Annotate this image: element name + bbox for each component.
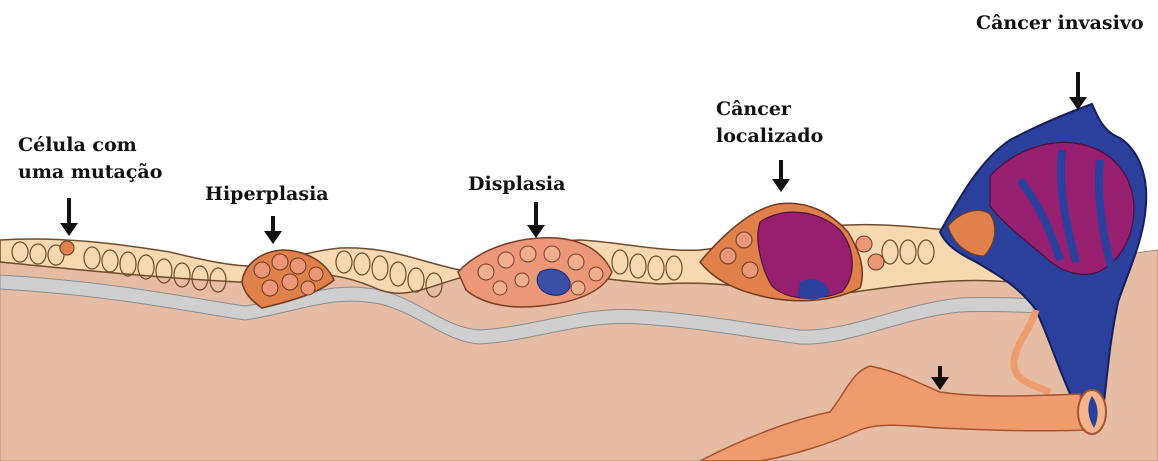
arrow-down-icon: [772, 160, 790, 192]
arrow-down-icon: [1069, 72, 1087, 110]
label-localized-cancer-line2: localizado: [716, 123, 823, 150]
label-cell-with-mutation-line2: uma mutação: [18, 159, 162, 186]
arrow-down-icon: [527, 202, 545, 238]
label-cell-with-mutation-line1: Célula com: [18, 132, 162, 159]
mutated-cell: [60, 241, 74, 255]
label-dysplasia: Displasia: [468, 171, 565, 198]
label-localized-cancer-line1: Câncer: [716, 96, 823, 123]
arrow-down-icon: [264, 216, 282, 244]
arrow-down-icon: [60, 198, 78, 236]
label-invasive-cancer: Câncer invasivo: [976, 10, 1144, 37]
label-localized-cancer: Câncer localizado: [716, 96, 823, 150]
label-hyperplasia: Hiperplasia: [205, 181, 329, 208]
label-cell-with-mutation: Célula com uma mutação: [18, 132, 162, 186]
arrow-down-icon: [931, 366, 949, 390]
